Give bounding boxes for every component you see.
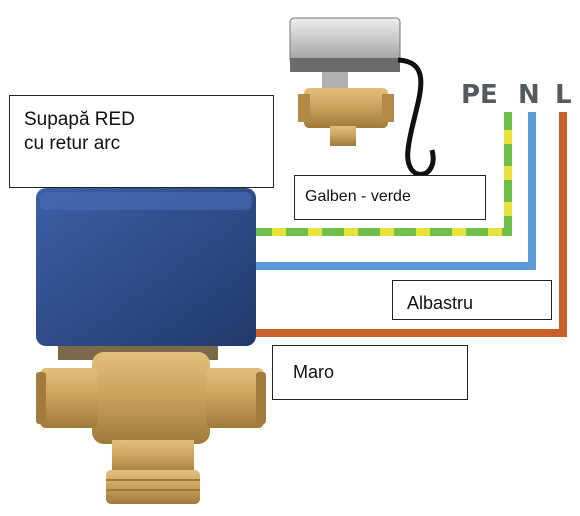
wire-pe-label: Galben - verde: [305, 188, 411, 205]
valve-actuator: [36, 188, 256, 360]
wire-pe-yellow-green: [250, 112, 512, 236]
wire-n-label-box: Albastru: [392, 280, 552, 320]
wire-pe-label-box: Galben - verde: [294, 175, 486, 220]
terminal-n-label: N: [518, 80, 540, 110]
terminal-pe-label: PE: [461, 80, 498, 110]
wire-l-label: Maro: [293, 362, 335, 382]
valve-title-box: Supapă RED cu retur arc: [9, 95, 274, 188]
valve-title-line2: cu retur arc: [24, 133, 121, 154]
wire-n-label: Albastru: [407, 293, 474, 313]
valve-body: [36, 352, 266, 504]
valve-title-line1: Supapă RED: [24, 109, 135, 130]
inset-valve-image: [289, 17, 436, 177]
wire-l-brown: [250, 112, 567, 337]
wire-l-label-box: Maro: [272, 345, 468, 400]
wire-n-blue: [250, 112, 536, 270]
terminal-l-label: L: [555, 80, 572, 110]
